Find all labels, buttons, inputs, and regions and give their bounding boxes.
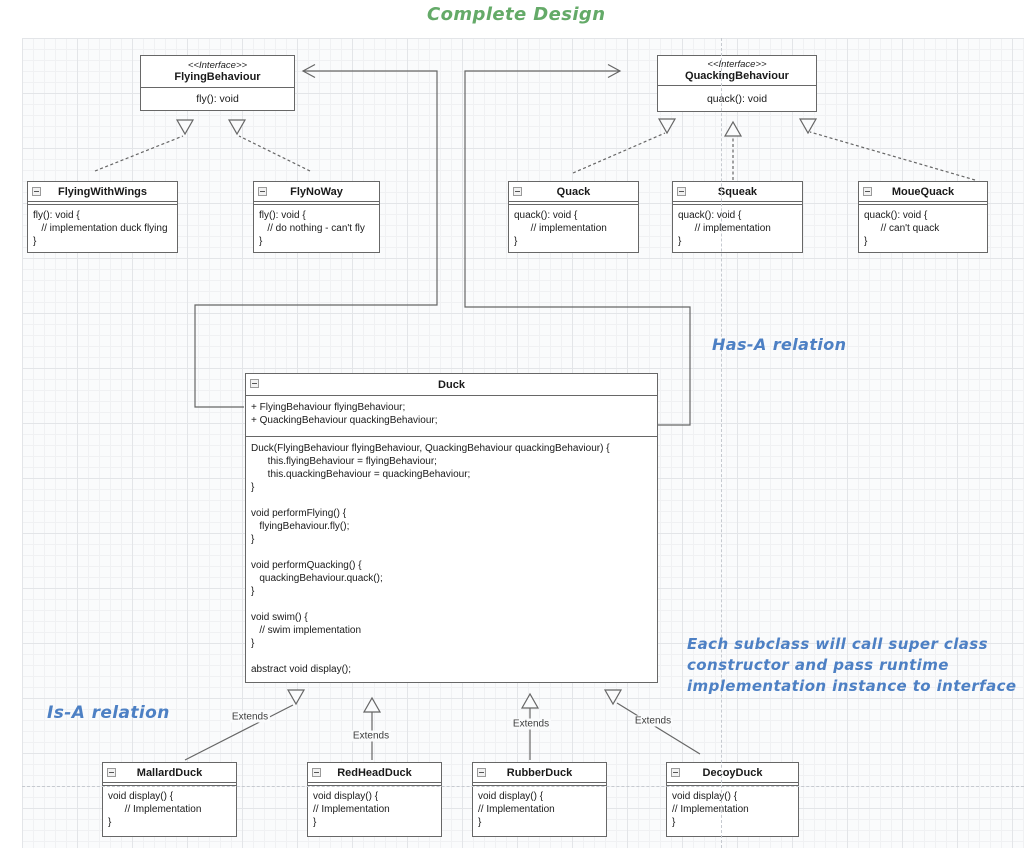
class-squeak[interactable]: Squeak quack(): void { // implementation… — [672, 181, 803, 253]
collapse-icon[interactable] — [250, 379, 259, 388]
stereotype-label: <<Interface>> — [707, 59, 767, 70]
edge-label-extends: Extends — [229, 711, 271, 723]
class-body: fly(): void { // implementation duck fly… — [33, 210, 168, 247]
class-name: DecoyDuck — [702, 766, 763, 779]
collapse-icon[interactable] — [671, 768, 680, 777]
interface-header: <<Interface>> FlyingBehaviour — [141, 56, 294, 88]
interface-name: FlyingBehaviour — [174, 71, 261, 83]
class-duck[interactable]: Duck + FlyingBehaviour flyingBehaviour;+… — [245, 373, 658, 683]
separator — [473, 783, 606, 786]
class-body: quack(): void { // implementation} — [514, 210, 607, 247]
class-mallard-duck[interactable]: MallardDuck void display() { // Implemen… — [102, 762, 237, 837]
class-methods: Duck(FlyingBehaviour flyingBehaviour, Qu… — [251, 443, 610, 675]
class-header: Duck — [246, 374, 657, 396]
class-header: RubberDuck — [473, 763, 606, 783]
class-quack[interactable]: Quack quack(): void { // implementation} — [508, 181, 639, 253]
collapse-icon[interactable] — [312, 768, 321, 777]
class-flying-with-wings[interactable]: FlyingWithWings fly(): void { // impleme… — [27, 181, 178, 253]
collapse-icon[interactable] — [107, 768, 116, 777]
class-fly-no-way[interactable]: FlyNoWay fly(): void { // do nothing - c… — [253, 181, 380, 253]
class-header: MallardDuck — [103, 763, 236, 783]
class-name: RubberDuck — [506, 766, 573, 779]
collapse-icon[interactable] — [258, 187, 267, 196]
interface-method: quack(): void — [706, 92, 768, 105]
class-header: Squeak — [673, 182, 802, 202]
class-name: Quack — [556, 185, 591, 198]
class-red-head-duck[interactable]: RedHeadDuck void display() {// Implement… — [307, 762, 442, 837]
interface-header: <<Interface>> QuackingBehaviour — [658, 56, 816, 86]
collapse-icon[interactable] — [32, 187, 41, 196]
separator — [673, 202, 802, 205]
class-header: Quack — [509, 182, 638, 202]
class-name: MoueQuack — [891, 185, 955, 198]
class-header: RedHeadDuck — [308, 763, 441, 783]
class-body: fly(): void { // do nothing - can't fly} — [259, 210, 365, 247]
class-attributes: + FlyingBehaviour flyingBehaviour;+ Quac… — [246, 396, 657, 437]
class-body: quack(): void { // implementation} — [678, 210, 771, 247]
class-header: FlyingWithWings — [28, 182, 177, 202]
collapse-icon[interactable] — [677, 187, 686, 196]
separator — [859, 202, 987, 205]
class-name: FlyingWithWings — [57, 185, 147, 198]
collapse-icon[interactable] — [477, 768, 486, 777]
interface-quacking-behaviour[interactable]: <<Interface>> QuackingBehaviour quack():… — [657, 55, 817, 112]
class-body: void display() {// Implementation} — [478, 791, 555, 828]
separator — [667, 783, 798, 786]
class-name: MallardDuck — [136, 766, 203, 779]
is-a-annotation: Is-A relation — [47, 703, 170, 723]
interface-method: fly(): void — [196, 93, 239, 105]
class-body: quack(): void { // can't quack} — [864, 210, 940, 247]
separator — [103, 783, 236, 786]
class-name: Squeak — [717, 185, 758, 198]
edge-label-extends: Extends — [632, 715, 674, 727]
class-decoy-duck[interactable]: DecoyDuck void display() {// Implementat… — [666, 762, 799, 837]
class-header: MoueQuack — [859, 182, 987, 202]
collapse-icon[interactable] — [513, 187, 522, 196]
class-body: void display() {// Implementation} — [672, 791, 749, 828]
edge-label-extends: Extends — [510, 718, 552, 730]
class-moue-quack[interactable]: MoueQuack quack(): void { // can't quack… — [858, 181, 988, 253]
class-header: DecoyDuck — [667, 763, 798, 783]
stereotype-label: <<Interface>> — [187, 60, 248, 71]
class-header: FlyNoWay — [254, 182, 379, 202]
has-a-annotation: Has-A relation — [712, 335, 847, 354]
class-rubber-duck[interactable]: RubberDuck void display() {// Implementa… — [472, 762, 607, 837]
class-name: RedHeadDuck — [337, 766, 412, 779]
class-body: void display() { // Implementation} — [108, 791, 202, 828]
class-name: Duck — [438, 378, 465, 391]
class-name: FlyNoWay — [290, 185, 343, 198]
separator — [308, 783, 441, 786]
edge-label-extends: Extends — [350, 730, 392, 742]
interface-flying-behaviour[interactable]: <<Interface>> FlyingBehaviour fly(): voi… — [140, 55, 295, 111]
class-body: void display() {// Implementation} — [313, 791, 390, 828]
interface-name: QuackingBehaviour — [685, 70, 789, 82]
collapse-icon[interactable] — [863, 187, 872, 196]
diagram-title: Complete Design — [427, 4, 606, 25]
separator — [28, 202, 177, 205]
